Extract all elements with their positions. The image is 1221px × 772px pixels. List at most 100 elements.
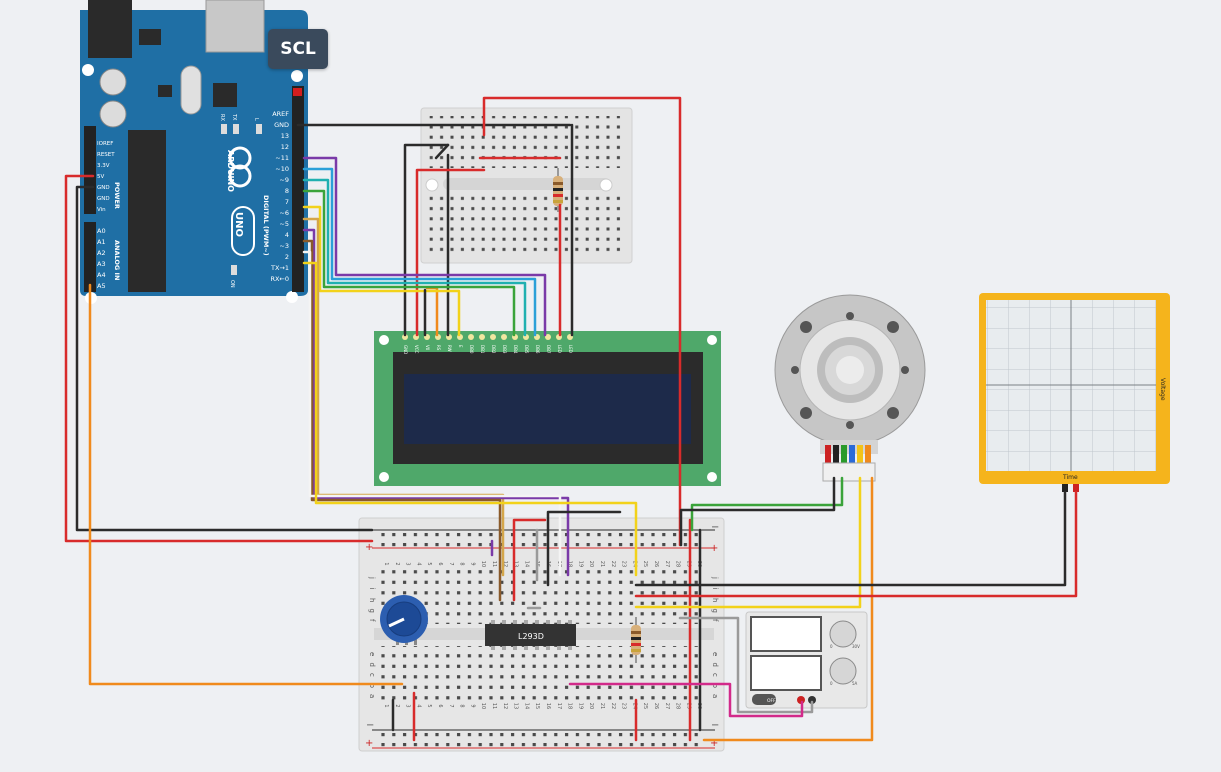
digital-pin-label: 13 xyxy=(281,132,289,140)
lcd-pin-label: VCC xyxy=(414,345,419,354)
lcd-pin-label: DB6 xyxy=(535,345,540,354)
lcd-pin[interactable] xyxy=(501,334,507,340)
arduino-model: UNO xyxy=(233,212,244,237)
wire-lcd-v0 xyxy=(425,286,439,337)
column-number: 26 xyxy=(653,561,659,567)
column-number: 19 xyxy=(577,703,583,709)
scope-x-label: Time xyxy=(1062,474,1078,481)
lcd-pin-label: LED xyxy=(568,345,573,353)
resistor-main[interactable] xyxy=(631,617,641,663)
potentiometer[interactable] xyxy=(380,595,428,645)
led-label-tx: TX xyxy=(231,113,237,121)
lcd-screen xyxy=(404,374,691,444)
column-number: 2 xyxy=(394,562,400,565)
analog-pin-label: A1 xyxy=(97,238,106,246)
column-number: 11 xyxy=(491,561,497,567)
power-pin-label: GND xyxy=(97,185,110,191)
analog-pin-label: A3 xyxy=(97,260,106,268)
wire-motor-yellow xyxy=(634,476,862,609)
analog-pin-label: A5 xyxy=(97,282,106,290)
rail-minus-bottom-right: − xyxy=(711,720,719,731)
on-label: ON xyxy=(229,280,235,288)
digital-pin-label: 8 xyxy=(285,187,289,195)
wire-small-bb-black-rail xyxy=(434,143,450,160)
digital-pin-label: 2 xyxy=(285,253,289,261)
digital-pin-label: 7 xyxy=(285,198,289,206)
row-letter: b xyxy=(368,684,376,689)
analog-title: ANALOG IN xyxy=(113,240,121,280)
current-display xyxy=(750,655,822,691)
column-number: 6 xyxy=(437,704,443,707)
row-letter: d xyxy=(368,663,376,667)
column-number: 13 xyxy=(513,703,519,709)
wire-d5-purple2 xyxy=(302,228,570,577)
oscilloscope[interactable] xyxy=(979,293,1170,492)
column-number: 22 xyxy=(610,561,616,567)
wire-d7-yellow xyxy=(302,205,461,337)
wire-d9-teal xyxy=(302,178,527,337)
column-number: 29 xyxy=(685,561,691,567)
lcd-pin[interactable] xyxy=(545,334,551,340)
wire-d4-brown xyxy=(302,239,502,602)
dc-motor-encoder[interactable] xyxy=(774,294,926,482)
voltage-display xyxy=(750,616,822,652)
row-letter: c xyxy=(368,673,376,677)
analog-pin-label: A4 xyxy=(97,271,106,279)
column-number: 5 xyxy=(426,562,432,565)
current-knob[interactable] xyxy=(829,657,857,685)
wire-psu-gray xyxy=(678,616,814,714)
row-letter: e xyxy=(711,652,719,656)
lcd-pin[interactable] xyxy=(402,334,408,340)
resistor-lcd[interactable] xyxy=(553,168,563,212)
led-label-l: L xyxy=(253,118,259,121)
wire-d8-green xyxy=(302,189,516,337)
arduino-uno[interactable] xyxy=(80,0,308,304)
column-number: 25 xyxy=(642,561,648,567)
column-number: 14 xyxy=(523,703,529,709)
power-switch[interactable] xyxy=(752,694,776,705)
digital-pin-label: ~11 xyxy=(275,154,289,162)
wires[interactable] xyxy=(64,96,1078,742)
lcd-display[interactable] xyxy=(374,331,721,486)
digital-pin-label: ~10 xyxy=(275,165,289,173)
column-number: 6 xyxy=(437,562,443,565)
digital-pin-label: ~5 xyxy=(279,220,289,228)
column-number: 17 xyxy=(556,703,562,709)
chip-label: L293D xyxy=(518,632,544,641)
rail-minus-top-right: − xyxy=(711,522,719,533)
column-number: 10 xyxy=(480,703,486,709)
column-number: 9 xyxy=(469,704,475,707)
column-number: 29 xyxy=(685,703,691,709)
lcd-pin[interactable] xyxy=(479,334,485,340)
column-number: 18 xyxy=(567,561,573,567)
digital-pin-label: RX←0 xyxy=(270,275,289,283)
wire-lcd-gnd xyxy=(403,143,450,337)
lcd-pin-label: LED xyxy=(557,345,562,353)
column-number: 5 xyxy=(426,704,432,707)
rail-minus-bottom: − xyxy=(366,720,374,731)
lcd-pin[interactable] xyxy=(490,334,496,340)
column-number: 3 xyxy=(405,562,411,565)
lcd-pin[interactable] xyxy=(468,334,474,340)
power-supply[interactable] xyxy=(745,611,868,709)
analog-pin-label: A2 xyxy=(97,249,106,257)
column-number: 22 xyxy=(610,703,616,709)
power-pin-label: RESET xyxy=(97,152,115,158)
column-number: 7 xyxy=(448,562,454,565)
voltage-knob[interactable] xyxy=(829,620,857,648)
column-number: 16 xyxy=(545,703,551,709)
l293d-chip[interactable] xyxy=(485,620,576,650)
lcd-pin-label: DB7 xyxy=(546,345,551,354)
column-number: 9 xyxy=(469,562,475,565)
column-number: 21 xyxy=(599,561,605,567)
lcd-pin-label: DB0 xyxy=(469,345,474,354)
column-number: 7 xyxy=(448,704,454,707)
lcd-pin-label: GND xyxy=(403,345,408,354)
wire-d3-white xyxy=(302,250,562,577)
row-letter: f xyxy=(711,619,719,622)
small-breadboard[interactable] xyxy=(420,107,633,264)
digital-pin-label: 12 xyxy=(281,143,289,151)
